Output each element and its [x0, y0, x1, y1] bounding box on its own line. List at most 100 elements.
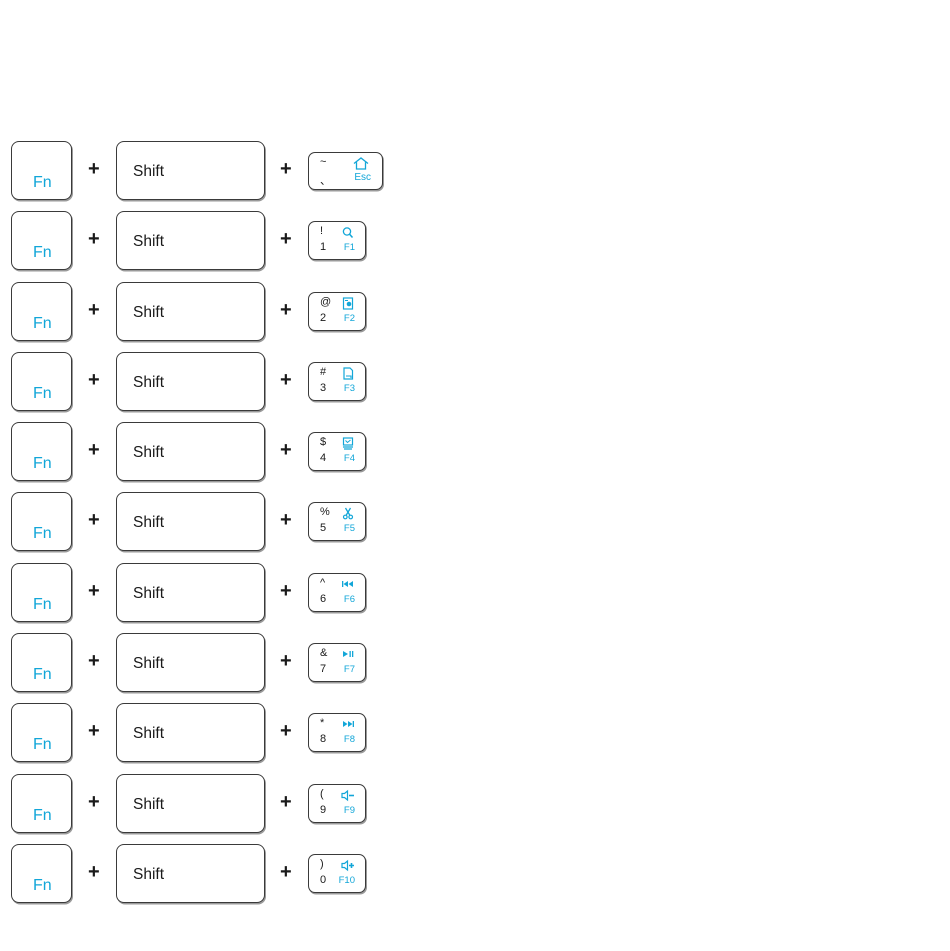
shift-key: Shift — [116, 141, 265, 200]
fn-key: Fn — [11, 141, 72, 200]
key-symbol-bottom: 4 — [320, 452, 326, 464]
search-icon — [341, 226, 355, 239]
plus-sign: + — [280, 792, 292, 812]
fn-key: Fn — [11, 492, 72, 551]
function-key-label: F4 — [344, 453, 355, 464]
shortcut-row-esc: Fn + Shift + ~ 、 Esc — [0, 141, 950, 200]
plus-sign: + — [88, 651, 100, 671]
shift-key-label: Shift — [133, 655, 164, 673]
shortcut-list: Fn + Shift + ~ 、 Esc Fn + Shift + ! 1 F1… — [0, 141, 950, 914]
fn-key: Fn — [11, 774, 72, 833]
function-key-label: F8 — [344, 734, 355, 745]
plus-sign: + — [88, 370, 100, 390]
key-symbol-bottom: 0 — [320, 874, 326, 886]
fn-key-label: Fn — [33, 525, 52, 543]
function-key-label: F10 — [339, 875, 355, 886]
shortcut-row-f4: Fn + Shift + $ 4 F4 — [0, 422, 950, 481]
fn-key-label: Fn — [33, 736, 52, 754]
fn-key-label: Fn — [33, 174, 52, 192]
previous-track-icon — [341, 578, 355, 591]
fn-key: Fn — [11, 211, 72, 270]
shift-key-label: Shift — [133, 444, 164, 462]
key-symbol-top: % — [320, 506, 330, 518]
plus-sign: + — [88, 300, 100, 320]
key-symbol-top: ) — [320, 858, 324, 870]
f1-key: ! 1 F1 — [308, 221, 366, 260]
key-symbol-bottom: 、 — [320, 172, 331, 188]
computer-icon — [341, 437, 355, 450]
scissors-icon — [341, 507, 355, 520]
shortcut-row-f1: Fn + Shift + ! 1 F1 — [0, 211, 950, 270]
shortcut-row-f5: Fn + Shift + % 5 F5 — [0, 492, 950, 551]
function-key-label: F5 — [344, 523, 355, 534]
f3-key: # 3 F3 — [308, 362, 366, 401]
esc-key: ~ 、 Esc — [308, 152, 383, 190]
shift-key-label: Shift — [133, 725, 164, 743]
plus-sign: + — [280, 300, 292, 320]
key-symbol-bottom: 2 — [320, 312, 326, 324]
f2-key: @ 2 F2 — [308, 292, 366, 331]
fn-key-label: Fn — [33, 807, 52, 825]
home-icon — [352, 157, 370, 170]
key-symbol-top: $ — [320, 436, 326, 448]
function-key-label: F3 — [344, 383, 355, 394]
f8-key: * 8 F8 — [308, 713, 366, 752]
shortcut-row-f2: Fn + Shift + @ 2 F2 — [0, 282, 950, 341]
fn-key-label: Fn — [33, 315, 52, 333]
shift-key: Shift — [116, 211, 265, 270]
shift-key: Shift — [116, 422, 265, 481]
shift-key-label: Shift — [133, 163, 164, 181]
plus-sign: + — [280, 510, 292, 530]
shortcut-row-f10: Fn + Shift + ) 0 F10 — [0, 844, 950, 903]
fn-key-label: Fn — [33, 455, 52, 473]
f5-key: % 5 F5 — [308, 502, 366, 541]
shift-key: Shift — [116, 492, 265, 551]
shift-key-label: Shift — [133, 514, 164, 532]
f4-key: $ 4 F4 — [308, 432, 366, 471]
shift-key-label: Shift — [133, 233, 164, 251]
function-key-label: F6 — [344, 594, 355, 605]
plus-sign: + — [88, 581, 100, 601]
shift-key: Shift — [116, 633, 265, 692]
fn-key: Fn — [11, 563, 72, 622]
fn-key-label: Fn — [33, 666, 52, 684]
fn-key: Fn — [11, 282, 72, 341]
fn-key: Fn — [11, 352, 72, 411]
function-key-label: F7 — [344, 664, 355, 675]
plus-sign: + — [88, 721, 100, 741]
fn-key-label: Fn — [33, 877, 52, 895]
document-icon — [341, 367, 355, 380]
function-key-label: F9 — [344, 805, 355, 816]
plus-sign: + — [88, 862, 100, 882]
shift-key: Shift — [116, 352, 265, 411]
plus-sign: + — [88, 510, 100, 530]
volume-down-icon — [341, 789, 355, 802]
key-symbol-top: # — [320, 366, 326, 378]
key-symbol-bottom: 5 — [320, 522, 326, 534]
plus-sign: + — [280, 651, 292, 671]
plus-sign: + — [88, 440, 100, 460]
fn-key: Fn — [11, 703, 72, 762]
f6-key: ^ 6 F6 — [308, 573, 366, 612]
shortcut-row-f6: Fn + Shift + ^ 6 F6 — [0, 563, 950, 622]
shift-key: Shift — [116, 282, 265, 341]
key-symbol-top: ^ — [320, 577, 325, 589]
plus-sign: + — [88, 159, 100, 179]
plus-sign: + — [88, 792, 100, 812]
plus-sign: + — [280, 862, 292, 882]
shift-key-label: Shift — [133, 796, 164, 814]
plus-sign: + — [280, 721, 292, 741]
shortcut-row-f9: Fn + Shift + ( 9 F9 — [0, 774, 950, 833]
volume-up-icon — [341, 859, 355, 872]
shortcut-row-f3: Fn + Shift + # 3 F3 — [0, 352, 950, 411]
fn-key-label: Fn — [33, 385, 52, 403]
key-symbol-top: ( — [320, 788, 324, 800]
key-symbol-top: ! — [320, 225, 323, 237]
next-track-icon — [341, 718, 355, 731]
key-symbol-bottom: 9 — [320, 804, 326, 816]
key-symbol-top: @ — [320, 296, 331, 308]
shift-key-label: Shift — [133, 374, 164, 392]
key-symbol-bottom: 3 — [320, 382, 326, 394]
function-key-label: F1 — [344, 242, 355, 253]
key-symbol-top: & — [320, 647, 327, 659]
